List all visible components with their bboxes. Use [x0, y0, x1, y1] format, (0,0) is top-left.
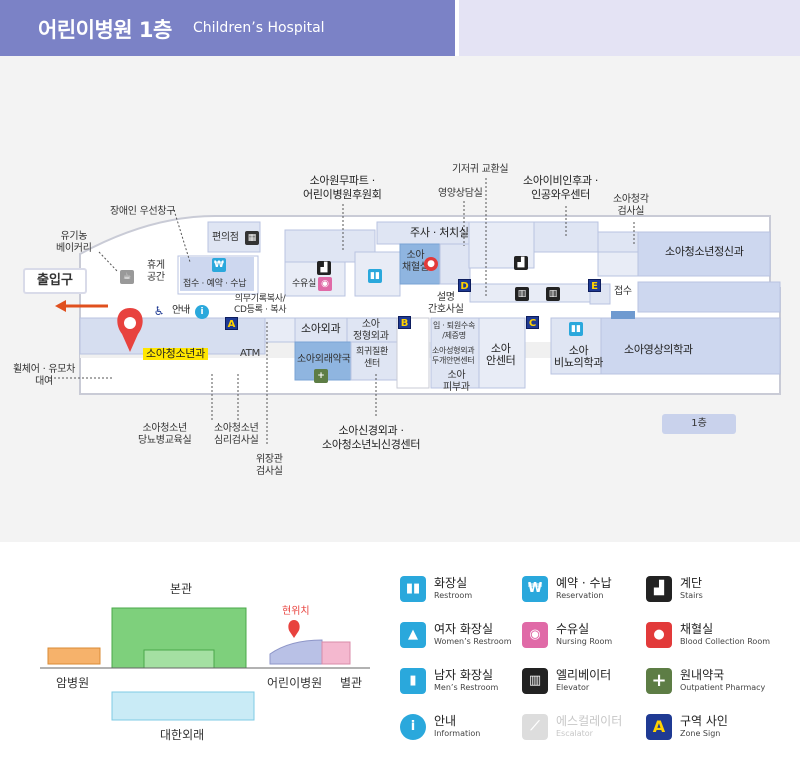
room-rare-disease-center: 희귀질환 센터 [356, 347, 388, 369]
room-urology: 소아 비뇨의학과 [554, 344, 604, 369]
reservation-icon: ₩ [212, 258, 226, 272]
room-outpatient-pharmacy: 소아외래약국 [297, 354, 351, 365]
wheelchair-icon: ♿ [153, 304, 165, 318]
legend-women-restroom: ▲ 여자 화장실 Women’s Restroom [400, 620, 530, 660]
restroom-icon-east: ▮▮ [569, 322, 583, 336]
escalator-icon: ⟋ [522, 714, 548, 740]
room-pediatric-orthopedics: 소아 정형외과 [353, 319, 389, 342]
title-bar-divider [455, 0, 459, 56]
convenience-store-icon: ▦ [245, 231, 259, 245]
legend-zone-sign: A 구역 사인 Zone Sign [646, 712, 776, 752]
room-youth-pediatrics: 소아청소년과 [143, 348, 208, 360]
legend-information: i 안내 Information [400, 712, 530, 752]
legend-restroom: ▮▮ 화장실 Restroom [400, 574, 530, 614]
room-reception-right: 접수 [614, 286, 632, 297]
legend-elevator: ▥ 엘리베이터 Elevator [522, 666, 652, 706]
campus-overview-map [40, 607, 370, 721]
callout-diaper-room: 기저귀 교환실 [452, 164, 509, 175]
legend-nursing: ◉ 수유실 Nursing Room [522, 620, 652, 660]
stairs-icon: ▟ [317, 261, 331, 275]
pharmacy-cross-icon: + [314, 369, 328, 383]
information-icon: i [195, 305, 209, 319]
current-location-label: 현위치 [282, 606, 310, 617]
page-title: 어린이병원 1층 [38, 18, 172, 42]
room-convenience-store: 편의점 [212, 232, 239, 243]
restroom-icon: ▮▮ [400, 576, 426, 602]
building-cancer: 암병원 [56, 676, 90, 690]
room-rest-area: 휴게 공간 [147, 260, 165, 283]
legend-stairs: ▟ 계단 Stairs [646, 574, 776, 614]
current-location-pin [117, 308, 143, 352]
room-explanation-nurse: 설명 간호사실 [428, 292, 464, 315]
callout-nutrition-room: 영양상담실 [438, 188, 483, 199]
pharmacy-cross-icon: + [646, 668, 672, 694]
room-blood-collection: 소아 채혈실 [402, 250, 429, 273]
callout-wheelchair-rental: 휠체어 · 유모차 대여 [13, 364, 76, 387]
building-main: 본관 [170, 582, 193, 596]
elevator-icon: ▥ [522, 668, 548, 694]
blood-drop-icon: ● [424, 257, 438, 271]
room-pediatric-surgery: 소아외과 [301, 322, 341, 335]
room-ophthalmology: 소아 안센터 [486, 342, 516, 367]
reservation-icon: ₩ [522, 576, 548, 602]
room-admission: 입 · 퇴원수속 /제증명 [433, 321, 476, 340]
nursing-icon: ◉ [318, 277, 332, 291]
floor-plan-drawing [50, 178, 781, 444]
zone-sign-e: E [588, 279, 601, 292]
callout-psych-testing: 소아청소년 심리검사실 [214, 423, 259, 446]
information-icon: i [400, 714, 426, 740]
zone-sign-d: D [458, 279, 471, 292]
men-restroom-icon: ▮ [400, 668, 426, 694]
floor-badge: 1층 [662, 414, 736, 434]
callout-bakery: 유기농 베이커리 [56, 231, 92, 254]
pharmacy-block [294, 341, 352, 381]
stairs-icon: ▟ [646, 576, 672, 602]
room-injection: 주사 · 처치실 [410, 226, 469, 239]
legend-reservation: ₩ 예약 · 수납 Reservation [522, 574, 652, 614]
restroom-icon: ▮▮ [368, 269, 382, 283]
room-adolescent-psychiatry: 소아청소년정신과 [665, 245, 744, 258]
legend-pharmacy: + 원내약국 Outpatient Pharmacy [646, 666, 776, 706]
room-dermatology: 소아 피부과 [443, 370, 470, 393]
map-legend: 본관 암병원 어린이병원 별관 대한외래 현위치 ▮▮ 화장실 Restroom… [0, 546, 800, 766]
callout-ent-center: 소아이비인후과 · 인공와우센터 [523, 174, 599, 201]
exit-label: 출입구 [23, 268, 87, 294]
info-desk-label: 안내 [172, 305, 190, 316]
floor-map: 출입구 1층 소아청소년과 ATM 소아외과 소아 정형외과 소아외래약국 희귀… [0, 56, 800, 542]
building-annex: 별관 [340, 676, 363, 690]
callout-audiology: 소아청각 검사실 [613, 194, 649, 217]
room-nursing: 수유실 [292, 279, 316, 289]
building-outpatient: 대한외래 [160, 728, 205, 742]
zone-sign-icon: A [646, 714, 672, 740]
legend-men-restroom: ▮ 남자 화장실 Men’s Restroom [400, 666, 530, 706]
room-cosmetic-surgery: 소아성형외과 두개안면센터 [432, 346, 475, 365]
stairs-icon-east: ▟ [514, 256, 528, 270]
room-atm: ATM [240, 348, 260, 359]
legend-escalator: ⟋ 에스컬레이터 Escalator [522, 712, 652, 752]
callout-diabetes-education: 소아청소년 당뇨병교육실 [138, 423, 192, 446]
callout-admin-office: 소아원무파트 · 어린이병원후원회 [303, 174, 382, 201]
elevator-icon: ▥ [515, 287, 529, 301]
title-bar [0, 0, 455, 56]
callout-priority-window: 장애인 우선창구 [110, 206, 176, 217]
zone-sign-a: A [225, 317, 238, 330]
exit-arrow-head [55, 300, 66, 312]
callout-medical-records: 의무기록복사/ CD등록 · 복사 [234, 294, 287, 315]
callout-neuro-center: 소아신경외과 · 소아청소년뇌신경센터 [322, 424, 421, 451]
building-children: 어린이병원 [267, 676, 323, 690]
page-subtitle: Children’s Hospital [193, 20, 325, 36]
zone-sign-c: C [526, 316, 539, 329]
blood-drop-icon: ● [646, 622, 672, 648]
room-reception: 접수 · 예약 · 수납 [183, 279, 247, 289]
nursing-icon: ◉ [522, 622, 548, 648]
callout-gi-testing: 위장관 검사실 [256, 454, 283, 477]
zone-sign-b: B [398, 316, 411, 329]
title-bar-accent [459, 0, 800, 56]
women-restroom-icon: ▲ [400, 622, 426, 648]
room-radiology: 소아영상의학과 [624, 343, 693, 356]
legend-blood-collection: ● 채혈실 Blood Collection Room [646, 620, 776, 660]
bakery-cup-icon: ☕ [120, 270, 134, 284]
elevator-icon-2: ▥ [546, 287, 560, 301]
